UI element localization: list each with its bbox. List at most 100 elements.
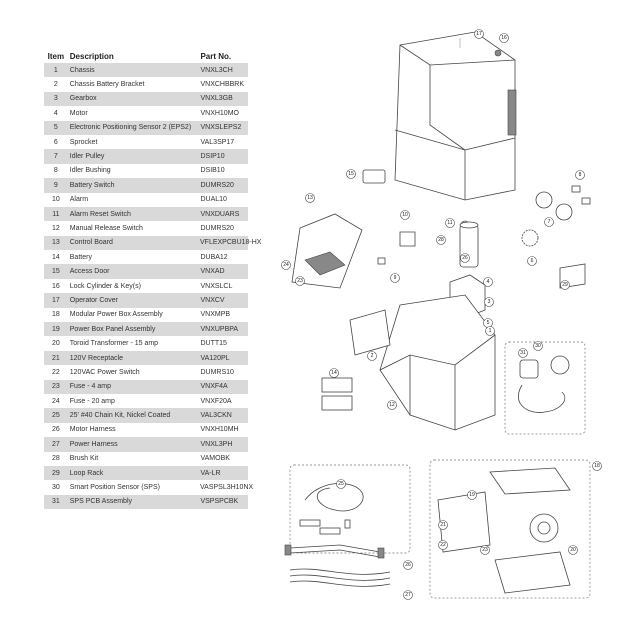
row-item: 27 [51,440,60,448]
row-description: Modular Power Box Assembly [69,311,163,319]
header-description: Description [69,52,114,61]
callout-19: 19 [469,492,475,498]
row-part-no: DUMRS10 [200,368,234,376]
callout-25: 25 [338,481,344,487]
exploded-parts-diagram: .ln{fill:none;stroke:#444;stroke-width:0… [281,29,602,600]
row-part-no: DUMRS20 [200,224,234,232]
smart-position-sensor [518,355,570,413]
idler-bushing-part [571,185,581,193]
callout-13: 13 [307,195,313,201]
row-description: Idler Pulley [69,153,105,161]
row-item: 14 [51,253,60,261]
callout-29: 29 [562,282,568,288]
row-part-no: DSIP10 [200,153,225,161]
table-row: 20 Toroid Transformer - 15 amp DUTT15 [44,336,248,350]
row-description: Chassis Battery Bracket [69,81,145,89]
row-item: 19 [51,325,60,333]
callout-20: 20 [570,547,576,553]
callout-18: 18 [594,463,600,469]
row-item: 18 [51,311,60,319]
callout-26b: 26 [462,255,468,261]
row-item: 8 [53,167,58,175]
row-part-no: VA-LR [200,469,221,477]
callout-27: 27 [405,592,411,598]
row-description: Battery [69,253,92,261]
callout-23b: 23 [482,547,488,553]
row-item: 29 [51,469,60,477]
row-description: Idler Bushing [69,167,111,175]
callout-6: 6 [531,258,534,264]
row-item: 31 [51,498,60,506]
row-part-no: VNXCV [200,296,225,304]
row-part-no: DUMRS20 [200,181,234,189]
row-description: Fuse - 4 amp [69,383,112,391]
row-item: 26 [51,426,60,434]
callout-11: 11 [447,220,452,226]
row-item: 15 [51,268,60,276]
row-item: 1 [53,66,58,74]
row-part-no: VAMOBK [200,455,230,463]
callout-16: 16 [501,35,507,41]
motor-harness [284,544,385,559]
battery-bracket-part [349,309,391,356]
callout-5: 5 [487,320,490,326]
callout-1: 1 [489,328,492,334]
control-board [291,213,363,289]
callout-24: 24 [283,262,289,268]
callout-15: 15 [348,171,354,177]
callout-10: 10 [402,212,408,218]
row-item: 20 [51,340,60,348]
callout-28: 28 [438,237,444,243]
row-description: Manual Release Switch [69,224,143,232]
row-description: Access Door [69,268,110,276]
operator-cover [394,31,517,201]
row-item: 22 [51,368,60,376]
chassis [379,294,496,431]
row-item: 24 [51,397,60,405]
row-part-no: VNXCHBBRK [200,81,245,89]
row-part-no: VNXSLCL [200,282,233,290]
access-door-part [362,169,386,184]
row-description: Power Box Panel Assembly [69,325,156,333]
row-part-no: VSPSPCBK [200,498,239,506]
row-description: Brush Kit [69,455,99,463]
row-part-no: VNXL3PH [200,440,233,448]
row-item: 4 [53,109,58,117]
idler-bushing-part-2 [581,197,591,205]
row-item: 5 [53,124,58,132]
sps-group-box [504,341,586,435]
row-description: Lock Cylinder & Key(s) [69,282,141,290]
row-part-no: VA120PL [200,354,230,362]
row-item: 11 [52,210,60,218]
battery-pack [321,377,353,411]
callout-22: 22 [440,542,446,548]
callout-14: 14 [331,370,337,376]
row-description: Toroid Transformer - 15 amp [69,340,159,348]
row-part-no: VNXF4A [200,383,228,391]
row-part-no: DUTT15 [200,340,227,348]
callout-7: 7 [548,219,551,225]
row-part-no: VFLEXPCBU18-HX [200,239,262,247]
